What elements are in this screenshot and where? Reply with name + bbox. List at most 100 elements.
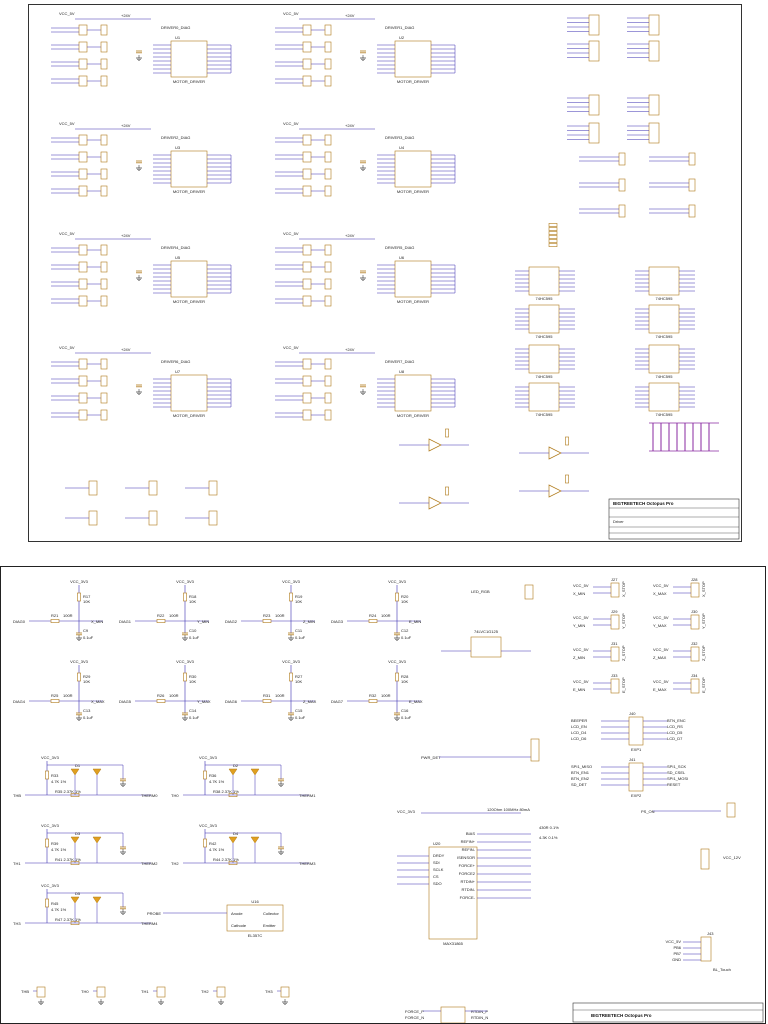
driver-part: MOTOR_DRIVER — [397, 189, 429, 194]
jumper-header — [302, 295, 312, 307]
exp-left-pin: LCD_D6 — [571, 736, 587, 741]
therm-name: TH1 — [13, 861, 21, 866]
buffer-gate — [428, 438, 442, 452]
diag-input: DIAG4 — [13, 699, 26, 704]
max31865-block: U20MAX31865DRDYSDISCLKCSSDOBIASREFIN+REF… — [397, 807, 559, 946]
connector-body — [610, 678, 620, 694]
exp-left-pin: BTN_EN2 — [571, 776, 590, 781]
jumper-header — [78, 75, 88, 87]
diag-input: DIAG2 — [225, 619, 238, 624]
header-connector — [648, 122, 660, 144]
buffer-ic — [528, 382, 560, 412]
buffer-part: 74HC595 — [656, 374, 674, 379]
bltouch-pin: VCC_5V — [665, 939, 681, 944]
connector-ref: J27 — [611, 577, 618, 582]
probe-header — [688, 204, 696, 218]
exp-left-pin: BTN_EN1 — [571, 770, 590, 775]
therm-header — [156, 986, 166, 998]
jumper-header — [324, 295, 332, 307]
diag-output: Z_MAX — [303, 699, 317, 704]
motor-connector — [148, 510, 158, 526]
probe-header — [688, 178, 696, 192]
led-connector — [524, 584, 534, 600]
footer-connector — [440, 1006, 466, 1023]
jumper-header — [302, 392, 312, 404]
jumper-header — [302, 24, 312, 36]
series-resistor — [156, 619, 166, 623]
pullup-ref: R28 — [401, 674, 409, 679]
jumper-header — [78, 41, 88, 53]
therm-pullup-value: 4.7K 1% — [51, 779, 67, 784]
diode-symbol — [250, 768, 260, 776]
cap-value: 0.1uF — [401, 635, 412, 640]
opto-part: EL357C — [248, 933, 263, 938]
diode-ref: D3 — [75, 831, 81, 836]
probe-header — [688, 152, 696, 166]
rail-label: VCC_5V — [573, 679, 589, 684]
jumper-header — [78, 358, 88, 370]
driver-ref: U6 — [399, 255, 405, 260]
therm-series — [228, 861, 238, 865]
series-resistor — [50, 699, 60, 703]
cap-value: 0.1uF — [401, 715, 412, 720]
fan-connector — [700, 848, 710, 870]
diode-symbol — [70, 896, 80, 904]
jumper-header — [302, 58, 312, 70]
driver-part: MOTOR_DRIVER — [173, 189, 205, 194]
pullup-ref: R20 — [401, 594, 409, 599]
bltouch-pin: PB6 — [673, 945, 681, 950]
connector-stop: X_STOP — [621, 581, 626, 597]
footer-net: FORCE_N — [405, 1015, 424, 1020]
connector-stop: Z_STOP — [621, 645, 626, 661]
diode-symbol — [92, 768, 102, 776]
therm-series — [70, 793, 80, 797]
cap-ref: C14 — [189, 708, 197, 713]
rail-label: VCC_5V — [283, 231, 299, 236]
pullup-resistor — [77, 592, 81, 602]
header-connector — [588, 122, 600, 144]
exp-right-pin: RESET — [667, 782, 681, 787]
pullup-resistor — [289, 672, 293, 682]
thermistor-pullup — [203, 770, 207, 780]
jumper-header — [100, 185, 108, 197]
therm-series-label: R47 2.37K 1% — [55, 917, 81, 922]
pullup-resistor — [289, 592, 293, 602]
therm-header-label: TH3 — [265, 989, 273, 994]
rail-label: +24V — [345, 123, 355, 128]
buffer-gate — [428, 496, 442, 510]
series-value: 100R — [275, 613, 285, 618]
exp-right-pin: SPI1_MOSI — [667, 776, 688, 781]
buffer-part: 74HC595 — [536, 296, 554, 301]
jumper-header — [324, 409, 332, 421]
rail-label: VCC_5V — [653, 647, 669, 652]
rail-label: +24V — [345, 347, 355, 352]
header-connector — [648, 94, 660, 116]
footer-net: RTDIN_N — [471, 1015, 488, 1020]
connector-pin: E_MIN — [573, 687, 585, 692]
buffer-part: 74HC595 — [536, 374, 554, 379]
therm-series — [70, 861, 80, 865]
therm-name: TH0 — [171, 793, 179, 798]
rail-label: VCC_3V3 — [388, 659, 407, 664]
rail-label: VCC_5V — [573, 583, 589, 588]
jumper-header — [100, 295, 108, 307]
therm-header-label: THB — [21, 989, 29, 994]
connector-ref: J31 — [611, 641, 618, 646]
exp-label: EXP2 — [631, 793, 642, 798]
rail-label: VCC_5V — [573, 615, 589, 620]
rail-label: VCC_3V3 — [199, 823, 218, 828]
series-value: 100R — [63, 613, 73, 618]
therm-header — [280, 986, 290, 998]
title-name: Driver — [613, 519, 624, 524]
pullup-value: 10K — [189, 679, 196, 684]
therm-header — [36, 986, 46, 998]
driver-ref: U5 — [175, 255, 181, 260]
bltouch-pin: PB7 — [673, 951, 681, 956]
diag-input: DIAG0 — [13, 619, 26, 624]
